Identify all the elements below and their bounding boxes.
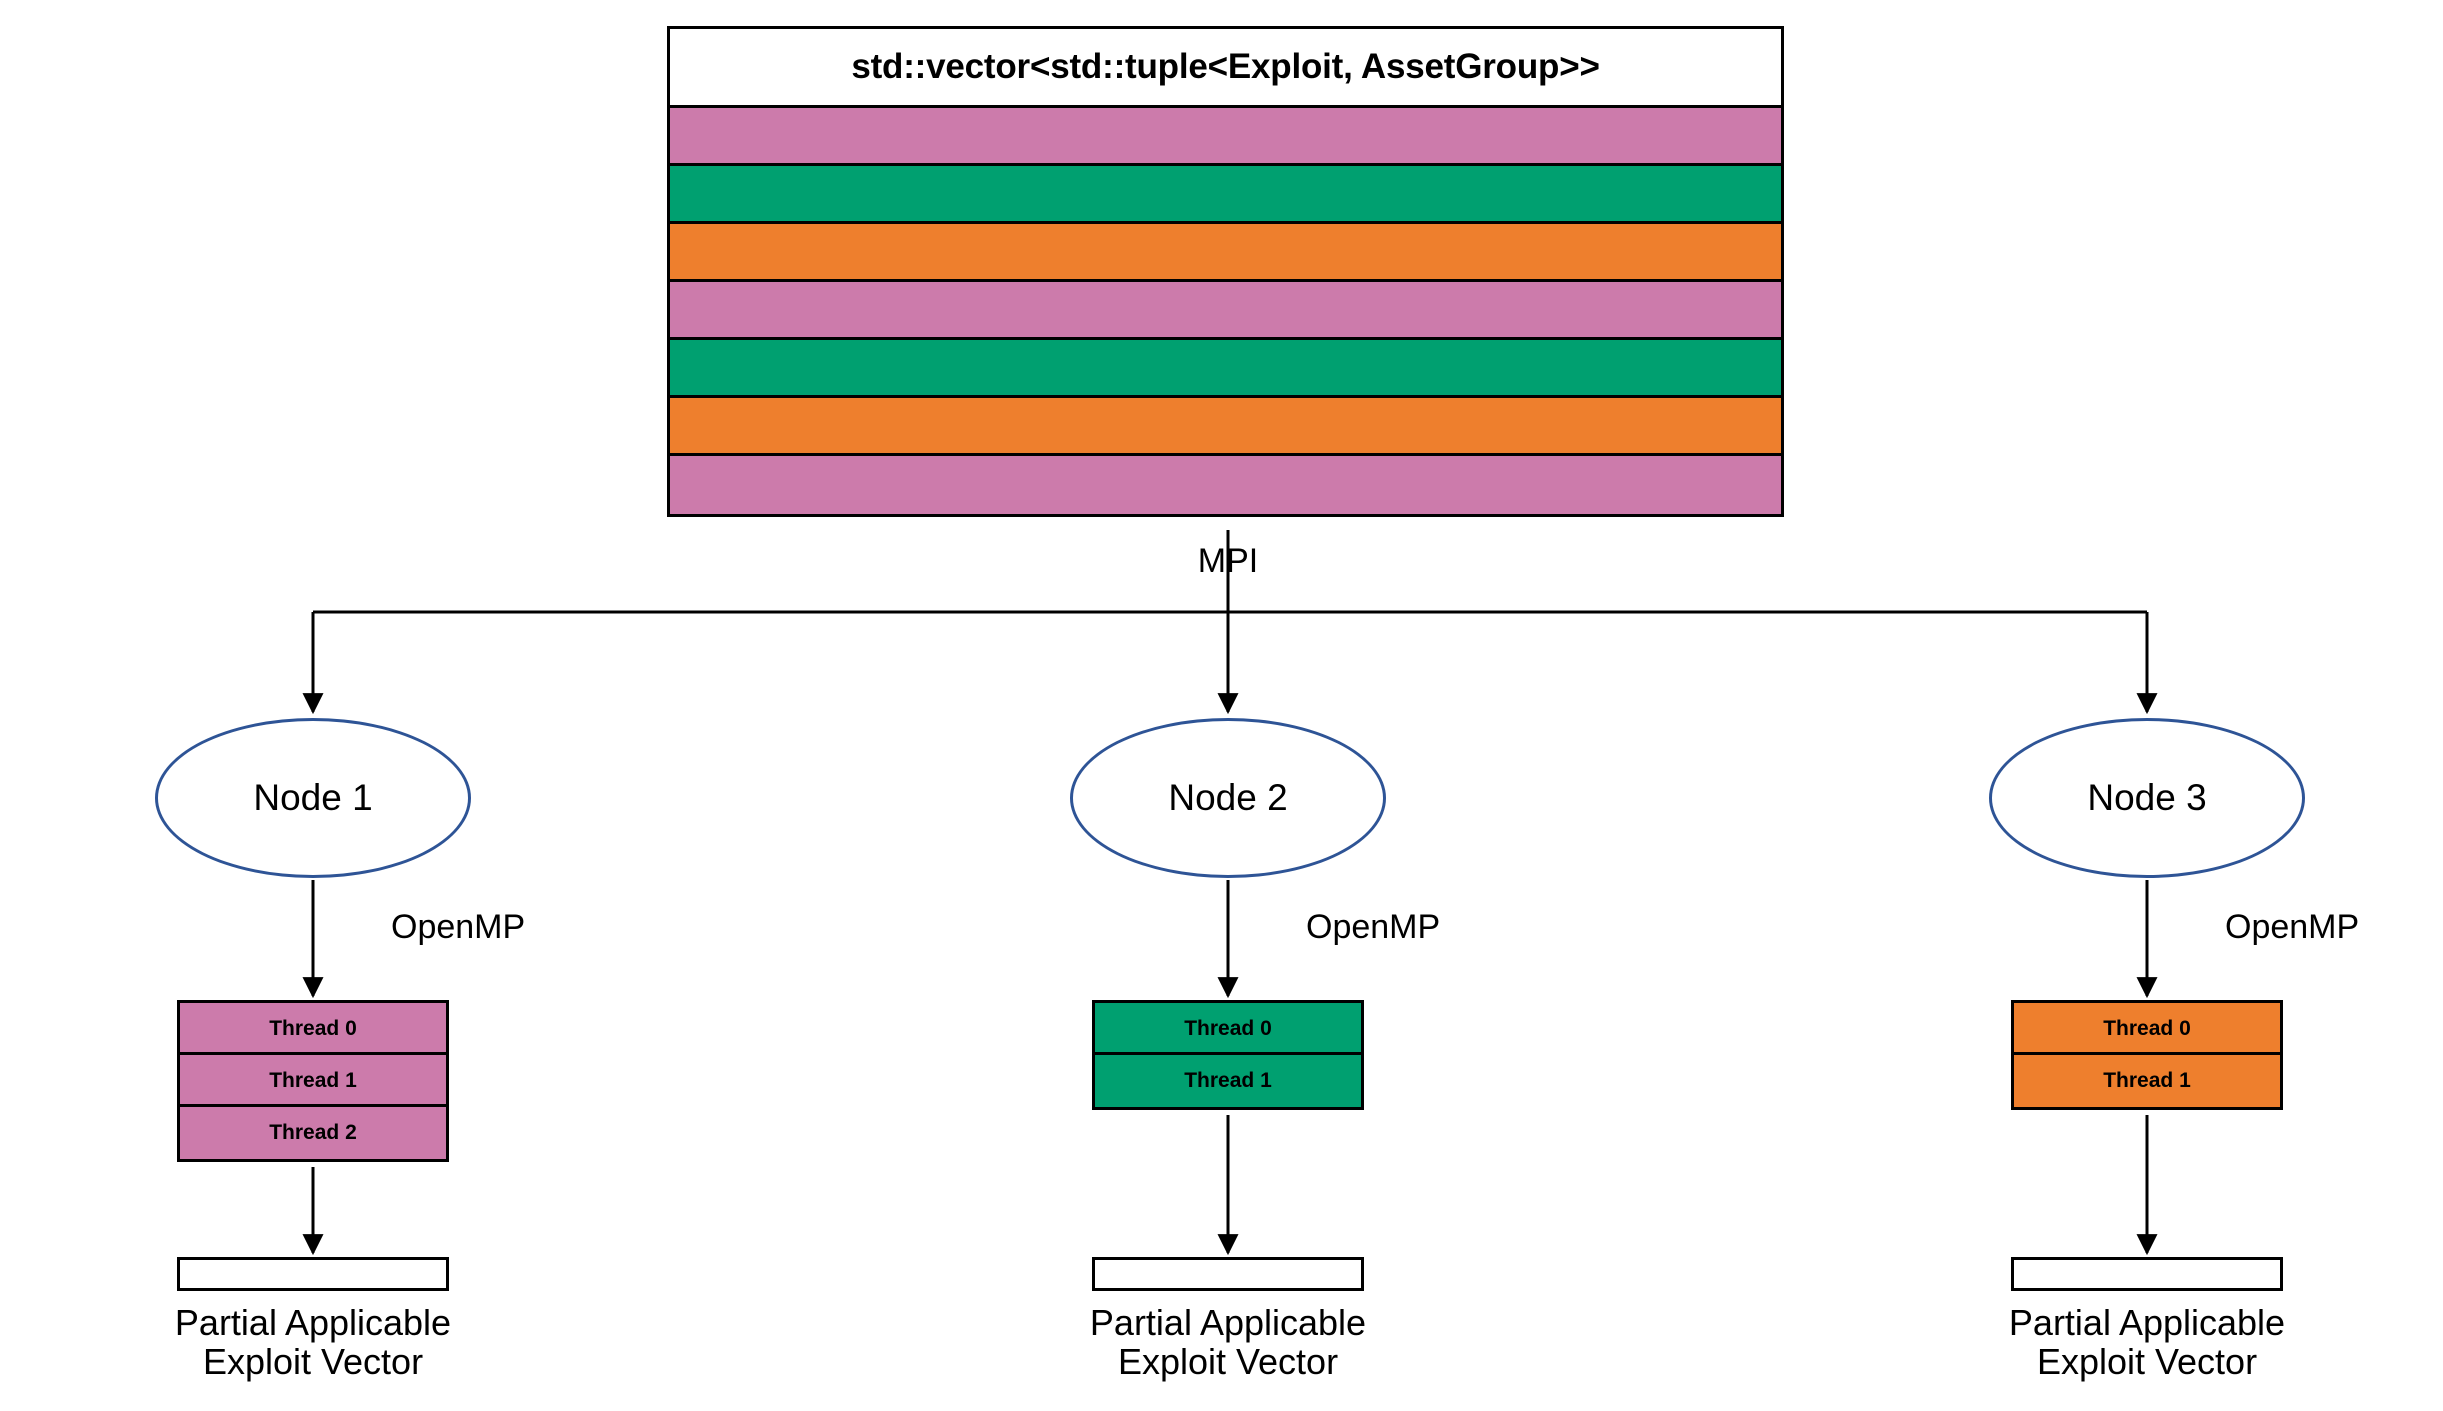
result-caption-line2: Exploit Vector [202, 1340, 424, 1382]
result-box-1 [177, 1257, 449, 1291]
result-caption-line2: Exploit Vector [1117, 1340, 1339, 1382]
thread-box: Thread 0 [180, 1003, 446, 1055]
result-caption-line1: Partial Applicable [174, 1302, 452, 1343]
result-caption-1: Partial Applicable Exploit Vector [53, 1302, 573, 1382]
result-caption-2: Partial Applicable Exploit Vector [968, 1302, 1488, 1382]
vector-type-title: std::vector<std::tuple<Exploit, AssetGro… [670, 29, 1781, 108]
node-label-3: Node 3 [2087, 777, 2207, 818]
node-ellipse-1[interactable]: Node 1 [155, 718, 471, 878]
vector-row [670, 282, 1781, 340]
result-caption-line1: Partial Applicable [2008, 1302, 2286, 1343]
vector-row [670, 456, 1781, 514]
node-ellipse-2[interactable]: Node 2 [1070, 718, 1386, 878]
node-ellipse-3[interactable]: Node 3 [1989, 718, 2305, 878]
result-box-3 [2011, 1257, 2283, 1291]
result-caption-line2: Exploit Vector [2036, 1340, 2258, 1382]
vector-rows [670, 108, 1781, 514]
result-box-2 [1092, 1257, 1364, 1291]
result-caption-3: Partial Applicable Exploit Vector [1887, 1302, 2407, 1382]
node-label-1: Node 1 [253, 777, 373, 818]
exploit-vector-block: std::vector<std::tuple<Exploit, AssetGro… [667, 26, 1784, 517]
thread-box: Thread 1 [2014, 1055, 2280, 1107]
thread-box: Thread 0 [1095, 1003, 1361, 1055]
openmp-label-1: OpenMP [391, 908, 526, 946]
vector-row [670, 398, 1781, 456]
openmp-label-3: OpenMP [2225, 908, 2360, 946]
openmp-label-2: OpenMP [1306, 908, 1441, 946]
thread-box: Thread 1 [180, 1055, 446, 1107]
vector-row [670, 166, 1781, 224]
mpi-label: MPI [1197, 542, 1259, 580]
node-label-2: Node 2 [1168, 777, 1288, 818]
vector-row [670, 108, 1781, 166]
result-caption-line1: Partial Applicable [1089, 1302, 1367, 1343]
vector-row [670, 340, 1781, 398]
thread-box: Thread 2 [180, 1107, 446, 1159]
vector-row [670, 224, 1781, 282]
thread-box: Thread 1 [1095, 1055, 1361, 1107]
thread-box: Thread 0 [2014, 1003, 2280, 1055]
